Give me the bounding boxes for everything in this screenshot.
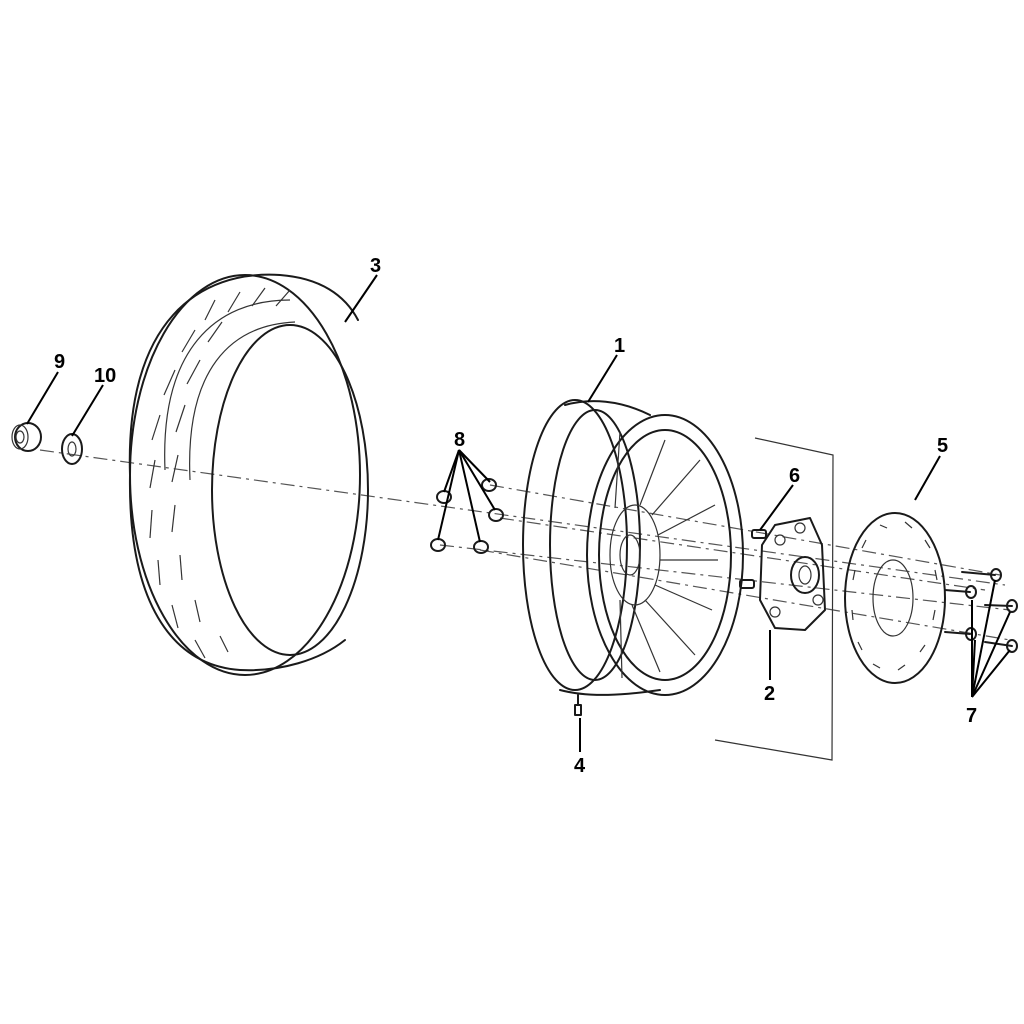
hub-flange (759, 517, 826, 631)
axle-nut (11, 422, 42, 452)
brake-disc (844, 512, 946, 684)
lug-nuts (430, 478, 504, 554)
callout-1: 1 (614, 335, 625, 357)
callout-6: 6 (789, 465, 800, 487)
callout-5: 5 (937, 435, 948, 457)
callout-4: 4 (574, 755, 586, 777)
hub-assembly-bracket (714, 437, 834, 761)
disc-bolts (944, 568, 1018, 653)
washer (61, 433, 83, 465)
rim-spokes (614, 431, 718, 679)
hub-studs (739, 529, 767, 589)
callout-10: 10 (94, 365, 116, 387)
callout-2: 2 (764, 683, 775, 705)
brake-disc-slots (851, 521, 938, 671)
axle-centerline (39, 449, 1006, 586)
rim (522, 399, 744, 696)
callout-7: 7 (966, 705, 977, 727)
tire (128, 273, 369, 676)
callout-9: 9 (54, 351, 65, 373)
tire-tread (149, 287, 291, 659)
callout-labels: 1 2 3 4 5 6 7 8 9 10 (54, 255, 977, 777)
callout-3: 3 (370, 255, 381, 277)
valve-stem (574, 694, 582, 716)
callout-8: 8 (454, 429, 465, 451)
leader-lines (26, 274, 1011, 752)
